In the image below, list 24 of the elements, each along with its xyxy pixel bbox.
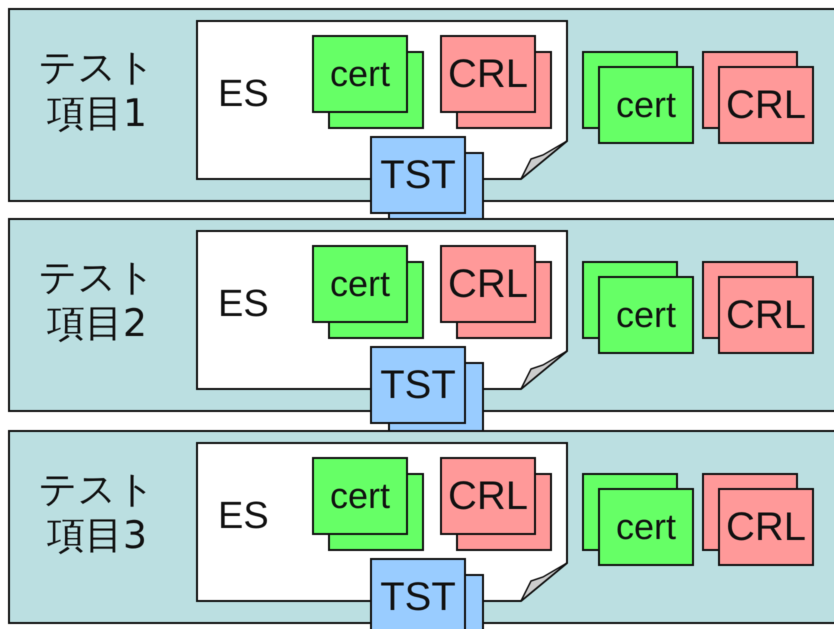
document-label: ES	[218, 494, 269, 538]
certificate-card: cert	[598, 66, 694, 144]
document-label: ES	[218, 72, 269, 116]
timestamp-card: TST	[370, 558, 466, 629]
test-item-label: テスト項目3	[38, 466, 156, 558]
certificate-card: CRL	[718, 66, 814, 144]
certificate-card: CRL	[440, 35, 536, 113]
certificate-card: cert	[312, 35, 408, 113]
timestamp-card: TST	[370, 346, 466, 424]
certificate-card: cert	[598, 488, 694, 566]
test-item-label: テスト項目1	[38, 44, 156, 136]
test-item-label: テスト項目2	[38, 254, 156, 346]
timestamp-card: TST	[370, 136, 466, 214]
certificate-card: CRL	[440, 457, 536, 535]
document-label: ES	[218, 282, 269, 326]
test-item-band	[8, 430, 834, 624]
test-item-band	[8, 8, 834, 202]
certificate-card: cert	[598, 276, 694, 354]
certificate-card: cert	[312, 457, 408, 535]
certificate-card: CRL	[718, 276, 814, 354]
certificate-card: cert	[312, 245, 408, 323]
certificate-card: CRL	[718, 488, 814, 566]
test-item-band	[8, 218, 834, 412]
certificate-card: CRL	[440, 245, 536, 323]
